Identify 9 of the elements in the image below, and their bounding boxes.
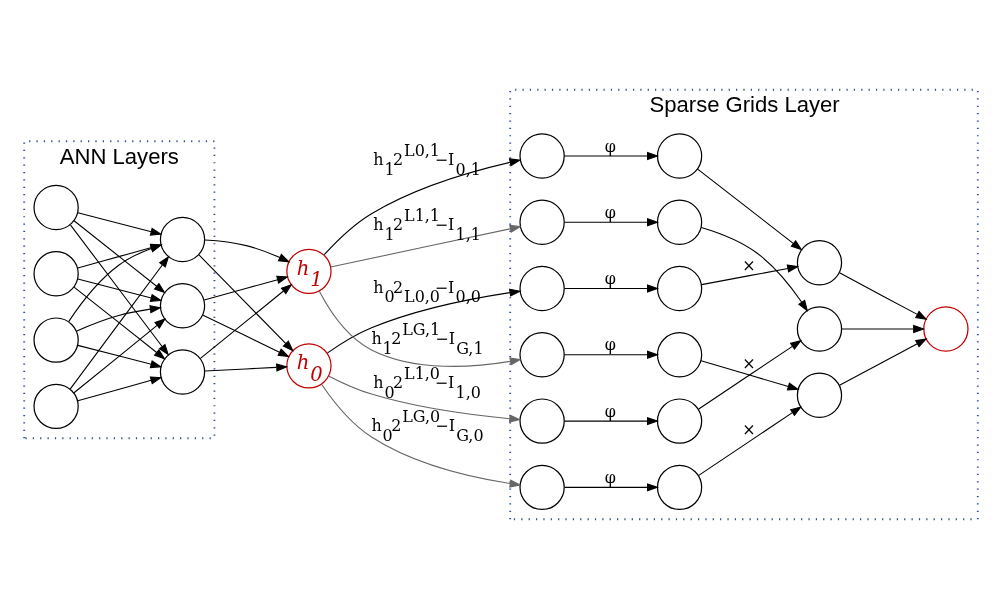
edge-label: φ <box>604 401 616 421</box>
edge-label: φ <box>604 335 616 355</box>
edge-label: φ <box>604 136 616 156</box>
edge-label: φ <box>604 467 616 487</box>
edge-label: φ <box>604 269 616 289</box>
edge-label: φ <box>604 202 616 222</box>
edge-label: × <box>741 420 756 440</box>
edge-label: × <box>741 255 756 275</box>
edge-label: × <box>741 353 756 373</box>
